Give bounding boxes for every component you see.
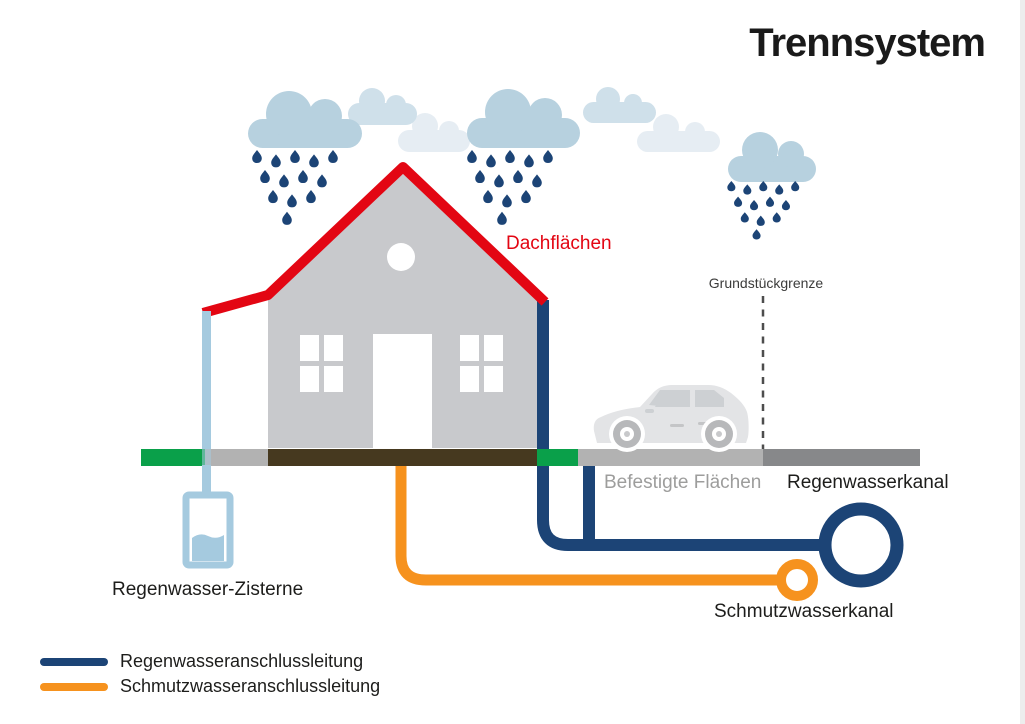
street-strip	[763, 449, 920, 466]
cloud-pale-left-icon	[398, 113, 470, 152]
soil-strip-under-house	[268, 449, 537, 466]
rain-left-icon	[252, 150, 338, 225]
legend: Regenwasseranschlussleitung Schmutzwasse…	[40, 649, 380, 699]
rain-right-icon	[727, 181, 799, 239]
rainwater-sewer-label: Regenwasserkanal	[787, 472, 949, 493]
right-window	[460, 335, 503, 392]
cistern-assembly	[182, 311, 234, 569]
cloud-pale-right-icon	[637, 114, 720, 152]
paved-areas-label: Befestigte Flächen	[604, 472, 762, 493]
rain-cloud-left-icon	[248, 91, 362, 148]
car-icon	[593, 385, 749, 452]
paved-strip-driveway	[578, 449, 763, 466]
legend-item-rainwater-pipe: Regenwasseranschlussleitung	[40, 649, 380, 674]
rainwater-connection-pipe	[537, 300, 820, 551]
cistern-water	[192, 534, 224, 561]
paved-strip-left	[205, 449, 268, 466]
rain-cloud-center-icon	[467, 89, 580, 148]
legend-item-wastewater-pipe: Schmutzwasseranschlussleitung	[40, 674, 380, 699]
wastewater-sewer-icon	[776, 559, 818, 601]
ground-strip	[141, 449, 920, 466]
wastewater-sewer-label: Schmutzwasserkanal	[714, 601, 894, 622]
roof-areas-label: Dachflächen	[506, 233, 612, 254]
left-window	[300, 335, 343, 392]
cistern-downpipe-buried	[202, 448, 211, 466]
cistern-inlet-pipe	[202, 465, 211, 498]
cloud-light-right-icon	[583, 87, 656, 123]
green-strip-right	[537, 449, 578, 466]
rainwater-cistern-label: Regenwasser-Zisterne	[112, 579, 304, 600]
page-title: Trennsystem	[749, 21, 986, 65]
rainwater-pipe-legend-label: Regenwasseranschlussleitung	[120, 651, 364, 671]
clouds-group	[248, 87, 816, 239]
cloud-light-left-icon	[348, 88, 417, 125]
wastewater-connection-pipe	[395, 458, 778, 586]
gable-round-window	[387, 243, 415, 271]
rainwater-sewer-icon	[818, 502, 904, 588]
cistern-downpipe	[202, 311, 211, 449]
rain-center-icon	[467, 150, 553, 225]
page-right-edge	[1020, 0, 1025, 724]
wastewater-pipe-legend-label: Schmutzwasseranschlussleitung	[120, 676, 381, 696]
rain-cloud-right-icon	[728, 132, 816, 182]
roof-outline	[201, 162, 549, 318]
property-boundary-label: Grundstückgrenze	[708, 275, 824, 291]
green-strip-left	[141, 449, 205, 466]
wastewater-pipe-swatch	[40, 682, 108, 691]
door	[373, 334, 432, 448]
pipes	[395, 300, 820, 586]
rainwater-pipe-swatch	[40, 657, 108, 666]
